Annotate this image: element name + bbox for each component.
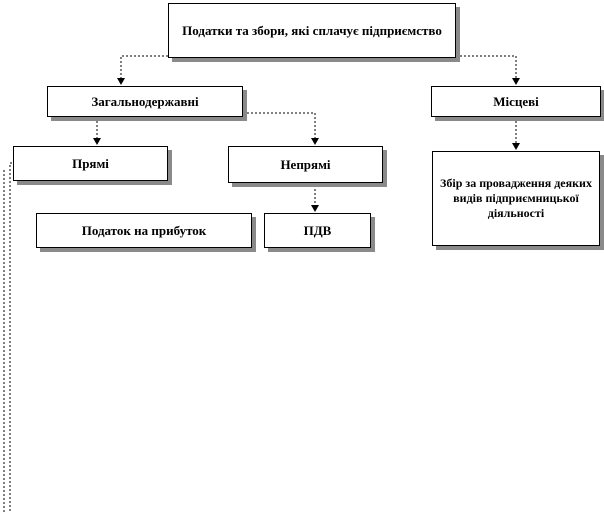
direct-node-label: Прямі xyxy=(72,155,109,171)
root-node-label: Податки та збори, які сплачує підприємст… xyxy=(182,22,442,38)
arrowhead-national xyxy=(117,78,125,85)
local-fee-node-label: Збір за провадження деяких видів підприє… xyxy=(440,176,592,220)
connector-root-to-national xyxy=(120,55,168,78)
direct-node: Прямі xyxy=(13,146,168,181)
vat-node: ПДВ xyxy=(264,213,371,248)
profit-tax-node-label: Податок на прибуток xyxy=(81,222,207,238)
vat-node-label: ПДВ xyxy=(303,222,332,238)
arrowhead-local xyxy=(512,78,520,85)
arrowhead-indirect xyxy=(311,138,319,145)
arrowhead-local-fee xyxy=(512,143,520,150)
local-node-label: Місцеві xyxy=(493,93,539,109)
profit-tax-node: Податок на прибуток xyxy=(36,213,252,248)
connector-national-to-indirect xyxy=(243,112,316,138)
connector-root-to-local xyxy=(456,55,517,78)
national-node-label: Загальнодержавні xyxy=(91,93,199,109)
arrowhead-vat xyxy=(311,205,319,212)
indirect-node-label: Непрямі xyxy=(280,156,331,172)
indirect-node: Непрямі xyxy=(228,146,383,183)
arrowhead-direct xyxy=(93,138,101,145)
local-fee-node: Збір за провадження деяких видів підприє… xyxy=(432,151,600,246)
national-node: Загальнодержавні xyxy=(47,86,243,117)
root-node: Податки та збори, які сплачує підприємст… xyxy=(168,3,456,58)
local-node: Місцеві xyxy=(431,86,601,117)
